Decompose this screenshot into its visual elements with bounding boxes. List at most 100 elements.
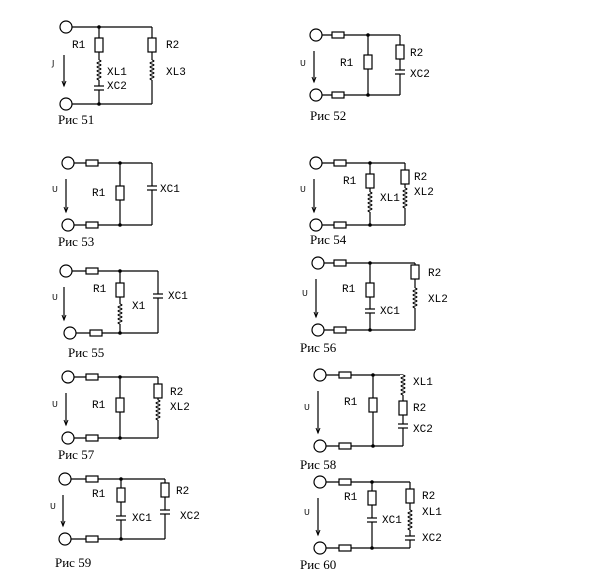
component-label: XL3 (166, 67, 186, 79)
input-terminal-icon (309, 156, 323, 170)
inductor-icon (407, 509, 413, 531)
input-terminal-icon (313, 475, 327, 489)
component-label: R2 (166, 40, 179, 52)
input-terminal-icon (309, 28, 323, 42)
inductor-icon (400, 374, 406, 396)
figure-caption: Рис 55 (68, 345, 104, 360)
input-terminal-icon (309, 88, 323, 102)
component-label: R2 (410, 48, 423, 60)
capacitor-gap (147, 186, 157, 190)
series-resistor-icon (85, 221, 99, 229)
component-label: XL1 (380, 193, 400, 205)
voltage-label: J (51, 59, 54, 68)
input-terminal-icon (59, 97, 73, 111)
voltage-label: U (52, 400, 58, 409)
input-terminal-icon (61, 370, 75, 384)
input-terminal-icon (63, 326, 77, 340)
voltage-label: U (52, 185, 58, 194)
figure-caption: Рис 60 (300, 557, 336, 572)
component-label: R1 (343, 176, 357, 188)
component-label: XC1 (168, 291, 188, 303)
component-label: XC1 (380, 306, 400, 318)
component-label: R2 (414, 172, 427, 184)
capacitor-gap (116, 516, 126, 520)
voltage-label: U (304, 508, 310, 517)
component-label: X1 (132, 301, 146, 313)
component-label: R1 (340, 58, 354, 70)
resistor-icon (395, 44, 405, 60)
series-resistor-icon (85, 267, 99, 275)
voltage-label: U (304, 403, 310, 412)
input-terminal-icon (61, 218, 75, 232)
resistor-icon (94, 37, 104, 53)
input-terminal-icon (58, 532, 72, 546)
component-label: XC1 (160, 184, 180, 196)
figure-caption: Рис 54 (310, 232, 347, 247)
voltage-label: U (302, 289, 308, 298)
arrow-head-icon (315, 427, 321, 435)
inductor-icon (96, 59, 102, 81)
arrow-head-icon (60, 520, 66, 528)
inductor-icon (155, 399, 161, 421)
resistor-icon (365, 282, 375, 298)
component-label: XC2 (107, 81, 127, 93)
component-label: R2 (176, 486, 189, 498)
figure-caption: Рис 51 (58, 112, 94, 127)
component-label: XC2 (410, 69, 430, 81)
resistor-icon (367, 490, 377, 506)
arrow-head-icon (61, 80, 67, 88)
input-terminal-icon (313, 439, 327, 453)
figure-caption: Рис 59 (55, 555, 91, 570)
series-resistor-icon (85, 434, 99, 442)
figure-caption: Рис 58 (300, 457, 336, 472)
arrow-head-icon (313, 311, 319, 319)
capacitor-gap (395, 70, 405, 74)
series-resistor-icon (338, 442, 352, 450)
series-resistor-icon (85, 535, 99, 543)
series-resistor-icon (338, 478, 352, 486)
figure-caption: Рис 56 (300, 340, 337, 355)
component-label: R2 (428, 268, 441, 280)
series-resistor-icon (338, 544, 352, 552)
component-label: R1 (92, 188, 106, 200)
input-terminal-icon (311, 256, 325, 270)
resistor-icon (116, 487, 126, 503)
series-resistor-icon (338, 371, 352, 379)
capacitor-gap (160, 510, 170, 514)
series-resistor-icon (85, 475, 99, 483)
series-resistor-icon (333, 326, 347, 334)
component-label: R1 (72, 40, 86, 52)
voltage-label: U (50, 502, 56, 511)
resistor-icon (410, 264, 420, 280)
series-resistor-icon (333, 221, 347, 229)
resistor-icon (398, 400, 408, 416)
voltage-label: U (52, 293, 58, 302)
resistor-icon (147, 37, 157, 53)
component-label: XL1 (422, 507, 442, 519)
resistor-icon (115, 185, 125, 201)
component-label: R1 (92, 400, 106, 412)
inductor-icon (412, 287, 418, 309)
arrow-head-icon (315, 529, 321, 537)
arrow-head-icon (311, 76, 317, 84)
voltage-label: U (300, 59, 306, 68)
input-terminal-icon (313, 541, 327, 555)
component-label: XL2 (414, 187, 434, 199)
resistor-icon (153, 383, 163, 399)
capacitor-gap (367, 518, 377, 522)
figure-caption: Рис 52 (310, 108, 346, 123)
component-label: XL1 (413, 377, 433, 389)
component-label: XC2 (422, 533, 442, 545)
input-terminal-icon (61, 431, 75, 445)
component-label: R2 (413, 403, 426, 415)
inductor-icon (149, 59, 155, 81)
series-resistor-icon (333, 159, 347, 167)
component-label: R2 (422, 491, 435, 503)
capacitor-gap (153, 294, 163, 298)
